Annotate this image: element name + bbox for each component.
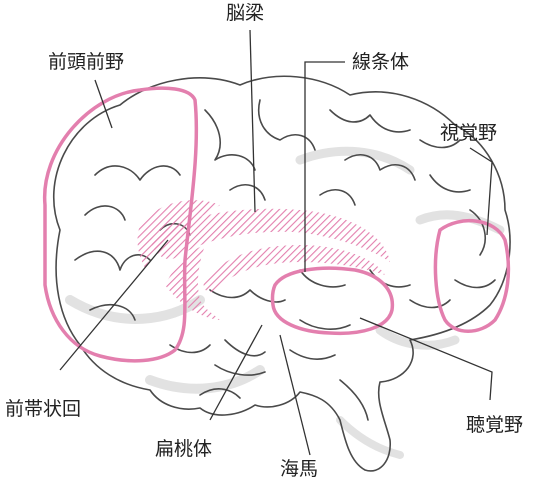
leader-lines xyxy=(59,29,493,456)
auditory-leader xyxy=(359,317,493,401)
prefrontal-region xyxy=(43,86,199,363)
label-cingulate: 前帯状回 xyxy=(5,398,82,420)
hatched-region xyxy=(137,200,390,320)
amygdala-leader xyxy=(209,324,263,421)
visual-region xyxy=(433,218,511,333)
label-visual: 視覚野 xyxy=(440,122,498,144)
cingulate-leader xyxy=(59,239,169,371)
label-hippocampus: 海馬 xyxy=(280,458,319,480)
highlight-regions xyxy=(43,86,511,363)
corpus-callosum-hatch xyxy=(150,208,390,262)
brain-shading xyxy=(65,146,505,459)
hippocampus-leader xyxy=(279,334,311,456)
lower-loop-hatch xyxy=(165,245,220,320)
striatum-leader xyxy=(304,61,345,272)
prefrontal-leader xyxy=(94,79,113,129)
label-auditory: 聴覚野 xyxy=(466,414,524,436)
visual-leader xyxy=(469,147,493,236)
corpus-callosum-leader xyxy=(249,29,256,213)
label-corpus-callosum: 脳梁 xyxy=(226,2,265,24)
label-striatum: 線条体 xyxy=(352,51,410,73)
cingulate-hatch xyxy=(137,200,220,268)
label-amygdala: 扁桃体 xyxy=(155,438,213,460)
auditory-region xyxy=(270,266,395,336)
fornix-hatch xyxy=(203,245,385,292)
label-prefrontal: 前頭前野 xyxy=(48,51,125,73)
